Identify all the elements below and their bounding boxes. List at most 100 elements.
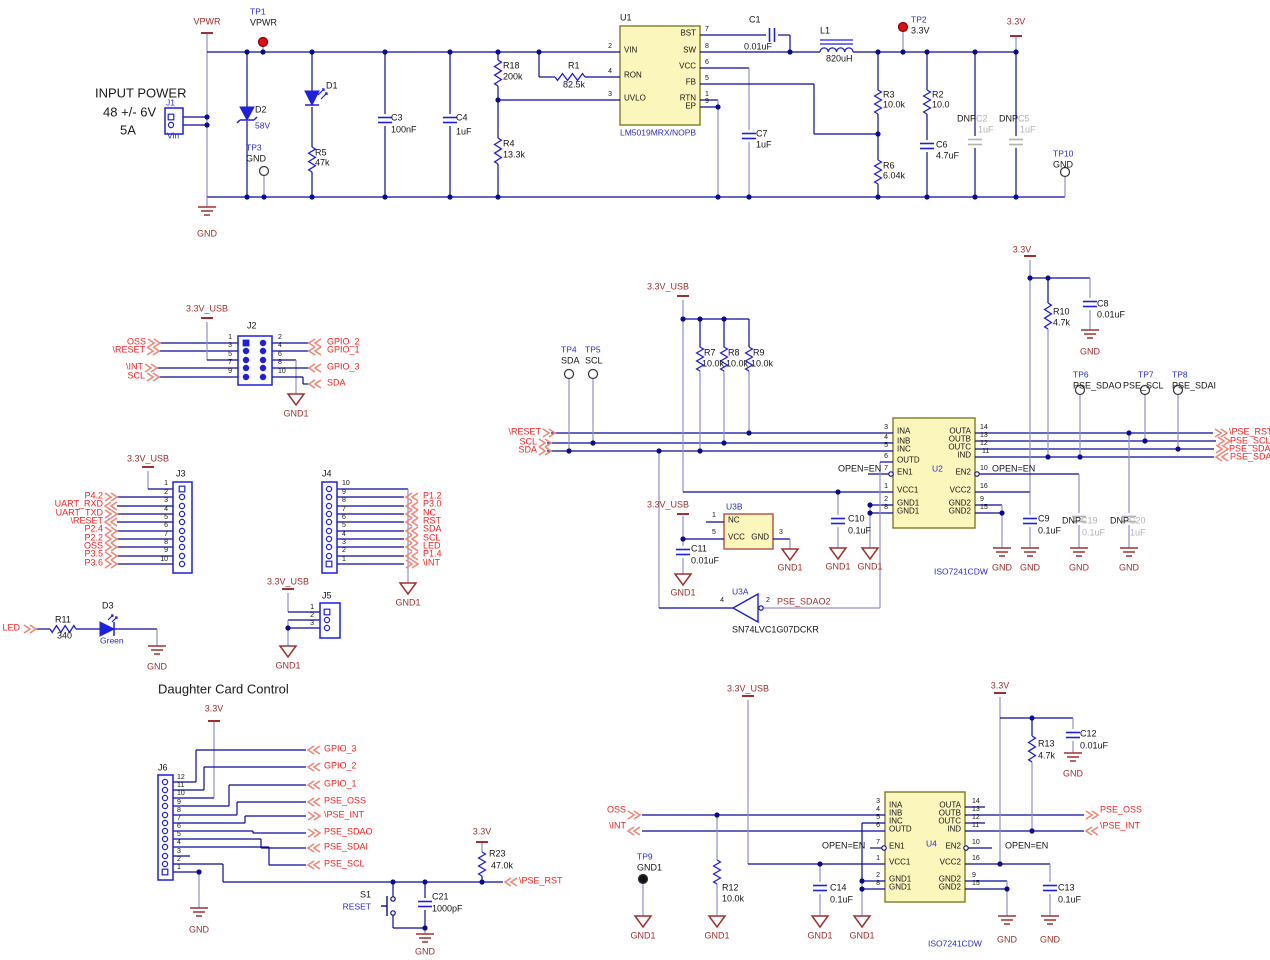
label-gnd1: GND1 (857, 561, 882, 571)
pin-j4 (325, 493, 333, 501)
label-4-7uf: 4.7uF (936, 150, 960, 160)
gnd1-symbol (828, 547, 848, 561)
junction-dot (714, 812, 720, 818)
label-4: 4 (876, 806, 880, 813)
label-6: 6 (876, 822, 880, 829)
pin-j4 (325, 510, 333, 518)
label-en1: EN1 (897, 468, 913, 477)
switch-s1 (390, 896, 396, 902)
junction-dot (746, 194, 752, 200)
pin-j3 (178, 535, 186, 543)
junction-dot (1126, 430, 1132, 436)
label-c1: C1 (749, 14, 761, 24)
label-outc: OUTC (938, 817, 961, 826)
junction-dot (495, 97, 501, 103)
ic-body-u2 (892, 417, 976, 529)
label-j3: J3 (176, 468, 186, 478)
label-dnp: DNP (999, 113, 1018, 123)
resistor-r13 (1027, 735, 1037, 763)
label-open-en: OPEN=EN (1005, 840, 1048, 850)
gnd1-symbol (810, 915, 830, 929)
pin-bubble (881, 845, 887, 851)
net-flag-arrow (1214, 452, 1229, 462)
label-pse-int: \PSE_INT (1100, 820, 1141, 830)
label-pse-sdao: PSE_SDAO (324, 826, 373, 836)
junction-dot (285, 625, 291, 631)
pin-j2 (242, 339, 250, 347)
label-c12: C12 (1080, 728, 1097, 738)
resistor-r11 (49, 624, 77, 634)
label-0-01uf: 0.01uF (744, 41, 773, 51)
label-gnd1: GND1 (630, 930, 655, 940)
label-3: 3 (876, 798, 880, 805)
label-rst: RST (423, 515, 442, 525)
label-gnd: GND (1069, 562, 1090, 572)
net-flag-arrow (306, 797, 321, 807)
label-pse-sdai: PSE_SDAI (324, 841, 368, 851)
pin-j6 (161, 819, 169, 827)
label-gnd1: GND1 (670, 587, 695, 597)
label-r6: R6 (883, 160, 895, 170)
pin-j4 (325, 552, 333, 560)
label-gnd1: GND1 (637, 862, 662, 872)
label-tp7: TP7 (1138, 369, 1154, 379)
label-gnd2: GND2 (949, 499, 972, 508)
label-dnp: DNP (1062, 515, 1081, 525)
gnd1-symbol (633, 915, 653, 929)
label-0-1uf: 0.1uF (830, 894, 854, 904)
label-daughter-card-control: Daughter Card Control (158, 682, 289, 697)
label-9: 9 (705, 98, 709, 105)
junction-dot (875, 49, 881, 55)
label-10-0k: 10.0k (726, 358, 749, 368)
label-vin: Vin (167, 130, 179, 140)
label-6: 6 (342, 514, 346, 521)
label-c10: C10 (848, 513, 865, 523)
junction-dot (1013, 49, 1019, 55)
label-tp10: TP10 (1053, 148, 1074, 158)
label-10: 10 (342, 480, 350, 487)
label-scl: SCL (423, 532, 441, 542)
pin-j6 (161, 868, 169, 876)
junction-dot (817, 861, 823, 867)
label-4-7k: 4.7k (1038, 750, 1056, 760)
label-gnd: GND (1063, 768, 1084, 778)
label-vcc1: VCC1 (889, 858, 911, 867)
pin-j1 (167, 121, 175, 129)
net-flag-arrow (307, 828, 322, 838)
label-8: 8 (884, 504, 888, 511)
junction-dot (859, 878, 865, 884)
connector-j6 (157, 774, 174, 881)
label-200k: 200k (503, 71, 523, 81)
label-p2-2: P2.2 (84, 532, 103, 542)
label-sda: SDA (423, 523, 442, 533)
gnd1-symbol (860, 547, 880, 561)
label-j5: J5 (322, 590, 332, 600)
label-gnd1: GND1 (897, 507, 920, 516)
label-2: 2 (278, 334, 282, 341)
label-vcc: VCC (679, 62, 696, 71)
label-pse-scl: PSE_SCL (1230, 435, 1270, 445)
label-outa: OUTA (939, 801, 961, 810)
junction-dot (309, 49, 315, 55)
label-9: 9 (164, 547, 168, 554)
label-outc: OUTC (948, 443, 971, 452)
label-pse-rst: \PSE_RST (1229, 426, 1270, 436)
label-3: 3 (164, 497, 168, 504)
junction-dot (721, 440, 727, 446)
label-tp3: TP3 (246, 142, 262, 152)
label-inb: INB (897, 437, 910, 446)
label-r18: R18 (503, 60, 520, 70)
label-8: 8 (342, 497, 346, 504)
junction-dot (261, 194, 267, 200)
label-tp4: TP4 (561, 344, 577, 354)
testpoint-tp8 (1172, 384, 1184, 396)
label-0-1uf: 0.1uF (1058, 894, 1082, 904)
label-7: 7 (342, 506, 346, 513)
label-en2: EN2 (945, 842, 961, 851)
junction-dot (590, 440, 596, 446)
junction-dot (924, 49, 930, 55)
testpoint-tp2 (897, 21, 909, 33)
label-r11: R11 (55, 614, 71, 624)
